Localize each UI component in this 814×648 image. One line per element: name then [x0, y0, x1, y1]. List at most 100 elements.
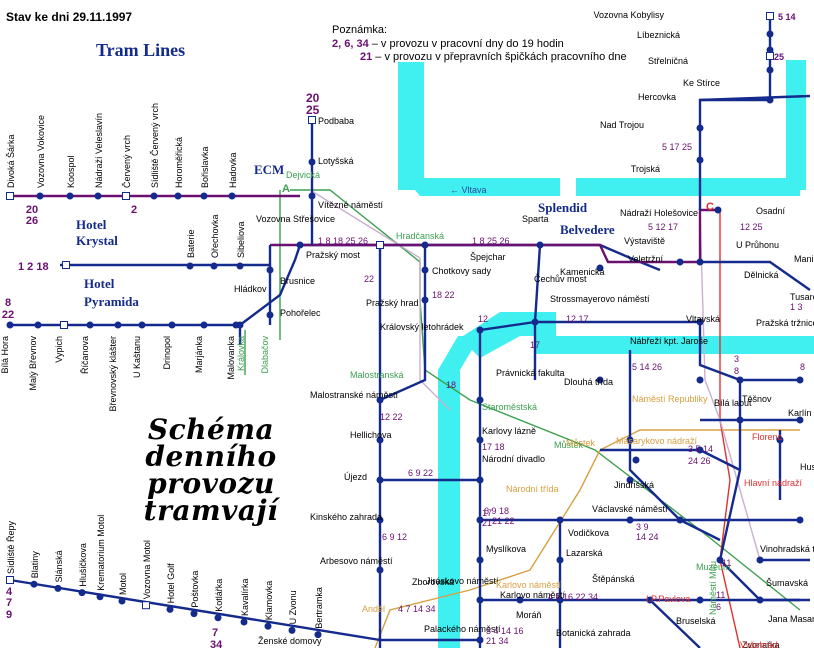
station-label: Národní divadlo — [482, 454, 545, 464]
tram-stop — [240, 618, 248, 626]
line-number: 17 — [530, 340, 540, 350]
station-label: Bílá labuť — [714, 398, 753, 408]
note-line-1-lines: 2, 6, 34 — [332, 38, 369, 50]
line-number: 6 — [716, 602, 721, 612]
tram-stop — [476, 596, 484, 604]
station-label: Dlouhá třída — [564, 377, 613, 387]
station-label: Slánská — [54, 550, 64, 582]
line-number: 7 — [6, 597, 12, 609]
station-label: Kinského zahrada — [310, 512, 382, 522]
tram-stop — [114, 321, 122, 329]
line-number: 5 14 26 — [632, 362, 662, 372]
tram-stop — [776, 436, 784, 444]
tram-stop — [314, 631, 322, 639]
station-label: Moráň — [516, 610, 542, 620]
station-label: Lotyšská — [318, 156, 354, 166]
line-number: 8 — [5, 297, 11, 309]
station-label: Marjánka — [194, 336, 204, 373]
line-number: 21 22 — [492, 516, 515, 526]
tram-stop — [714, 206, 722, 214]
tram-stop — [696, 446, 704, 454]
tram-stop — [6, 576, 14, 584]
tram-stop — [36, 192, 44, 200]
station-label: Pohořelec — [280, 308, 321, 318]
line-number: 21 — [482, 518, 492, 528]
tram-stop — [476, 516, 484, 524]
tram-stop — [62, 261, 70, 269]
tram-stop — [766, 96, 774, 104]
station-label: Líbeznická — [637, 30, 680, 40]
station-label: Těšnov — [742, 394, 772, 404]
station-label: Šumavská — [766, 578, 808, 588]
station-label: Hládkov — [234, 284, 267, 294]
line-number: 3 4 14 16 — [486, 626, 524, 636]
line-number: 6 9 12 — [382, 532, 407, 542]
vltava-river — [398, 60, 814, 648]
station-label: Pražský hrad — [366, 298, 419, 308]
tram-stop — [228, 192, 236, 200]
tram-stop — [756, 596, 764, 604]
tram-stop — [766, 46, 774, 54]
line-number: 4 6 16 22 34 — [548, 592, 598, 602]
line-number: 8 — [734, 366, 739, 376]
tram-stops — [6, 12, 804, 644]
tram-stop — [696, 258, 704, 266]
hotel-krystal-1: Hotel — [76, 217, 107, 232]
station-label: Arbesovo náměstí — [320, 556, 393, 566]
tram-stop — [174, 192, 182, 200]
schema-title: Schéma denního provozu tramvají — [136, 416, 286, 525]
metro-station-label: Karlovo náměstí — [496, 580, 562, 590]
note-line-2-lines: 21 — [360, 51, 373, 63]
tram-stop — [516, 596, 524, 604]
line-number: 3 9 — [636, 522, 649, 532]
tram-stop — [796, 376, 804, 384]
tram-stop — [596, 264, 604, 272]
tram-stop — [421, 266, 429, 274]
metro-station-label: Náměstí Míru — [708, 561, 718, 615]
station-label: Klamovka — [264, 581, 274, 621]
station-label: Právnická fakulta — [496, 368, 565, 378]
station-label: Sparta — [522, 214, 549, 224]
station-label: Újezd — [344, 472, 367, 482]
station-label: Horoměřická — [174, 137, 184, 188]
tram-stop — [476, 556, 484, 564]
station-label: Jana Masaryka — [768, 614, 814, 624]
station-label: Osadní — [756, 206, 786, 216]
station-label: Hotel Golf — [166, 563, 176, 604]
tram-stop — [150, 192, 158, 200]
line-number: 6 9 18 — [484, 506, 509, 516]
station-label: Vozovna Vokovice — [36, 115, 46, 188]
station-label: Myslíkova — [486, 544, 526, 554]
metro-station-label: Dejvická — [286, 170, 320, 180]
station-label: Ženské domovy — [258, 636, 322, 646]
station-label: Nádraží Veleslavín — [94, 113, 104, 188]
metro-station-label: Hlavní nádraží — [744, 478, 803, 488]
tram-stop — [30, 580, 38, 588]
tram-stop — [556, 556, 564, 564]
tram-stop — [210, 262, 218, 270]
station-label: Kotlářka — [214, 579, 224, 612]
tram-stop — [476, 326, 484, 334]
tram-stop — [190, 610, 198, 618]
tram-stop — [421, 296, 429, 304]
tram-stop — [308, 192, 316, 200]
line-number: 12 22 — [380, 412, 403, 422]
line-number: 26 — [26, 215, 38, 227]
tram-stop — [54, 584, 62, 592]
station-label: Bertramka — [314, 587, 324, 629]
line-number: 3 5 14 — [688, 444, 713, 454]
river-label: ← Vltava — [450, 185, 487, 195]
station-label: Vítězné náměstí — [318, 200, 384, 210]
station-label: Pražská tržnice — [756, 318, 814, 328]
station-label: Hellichova — [350, 430, 392, 440]
line-number: 17 18 — [482, 442, 505, 452]
tram-stop — [34, 321, 42, 329]
tram-stop — [556, 596, 564, 604]
metro-station-label: Masarykovo nádraží — [616, 436, 698, 446]
station-label: Vozovna Kobylisy — [593, 10, 664, 20]
station-label: Malovanka — [226, 336, 236, 380]
station-label: Nad Trojou — [600, 120, 644, 130]
tram-stop — [626, 436, 634, 444]
